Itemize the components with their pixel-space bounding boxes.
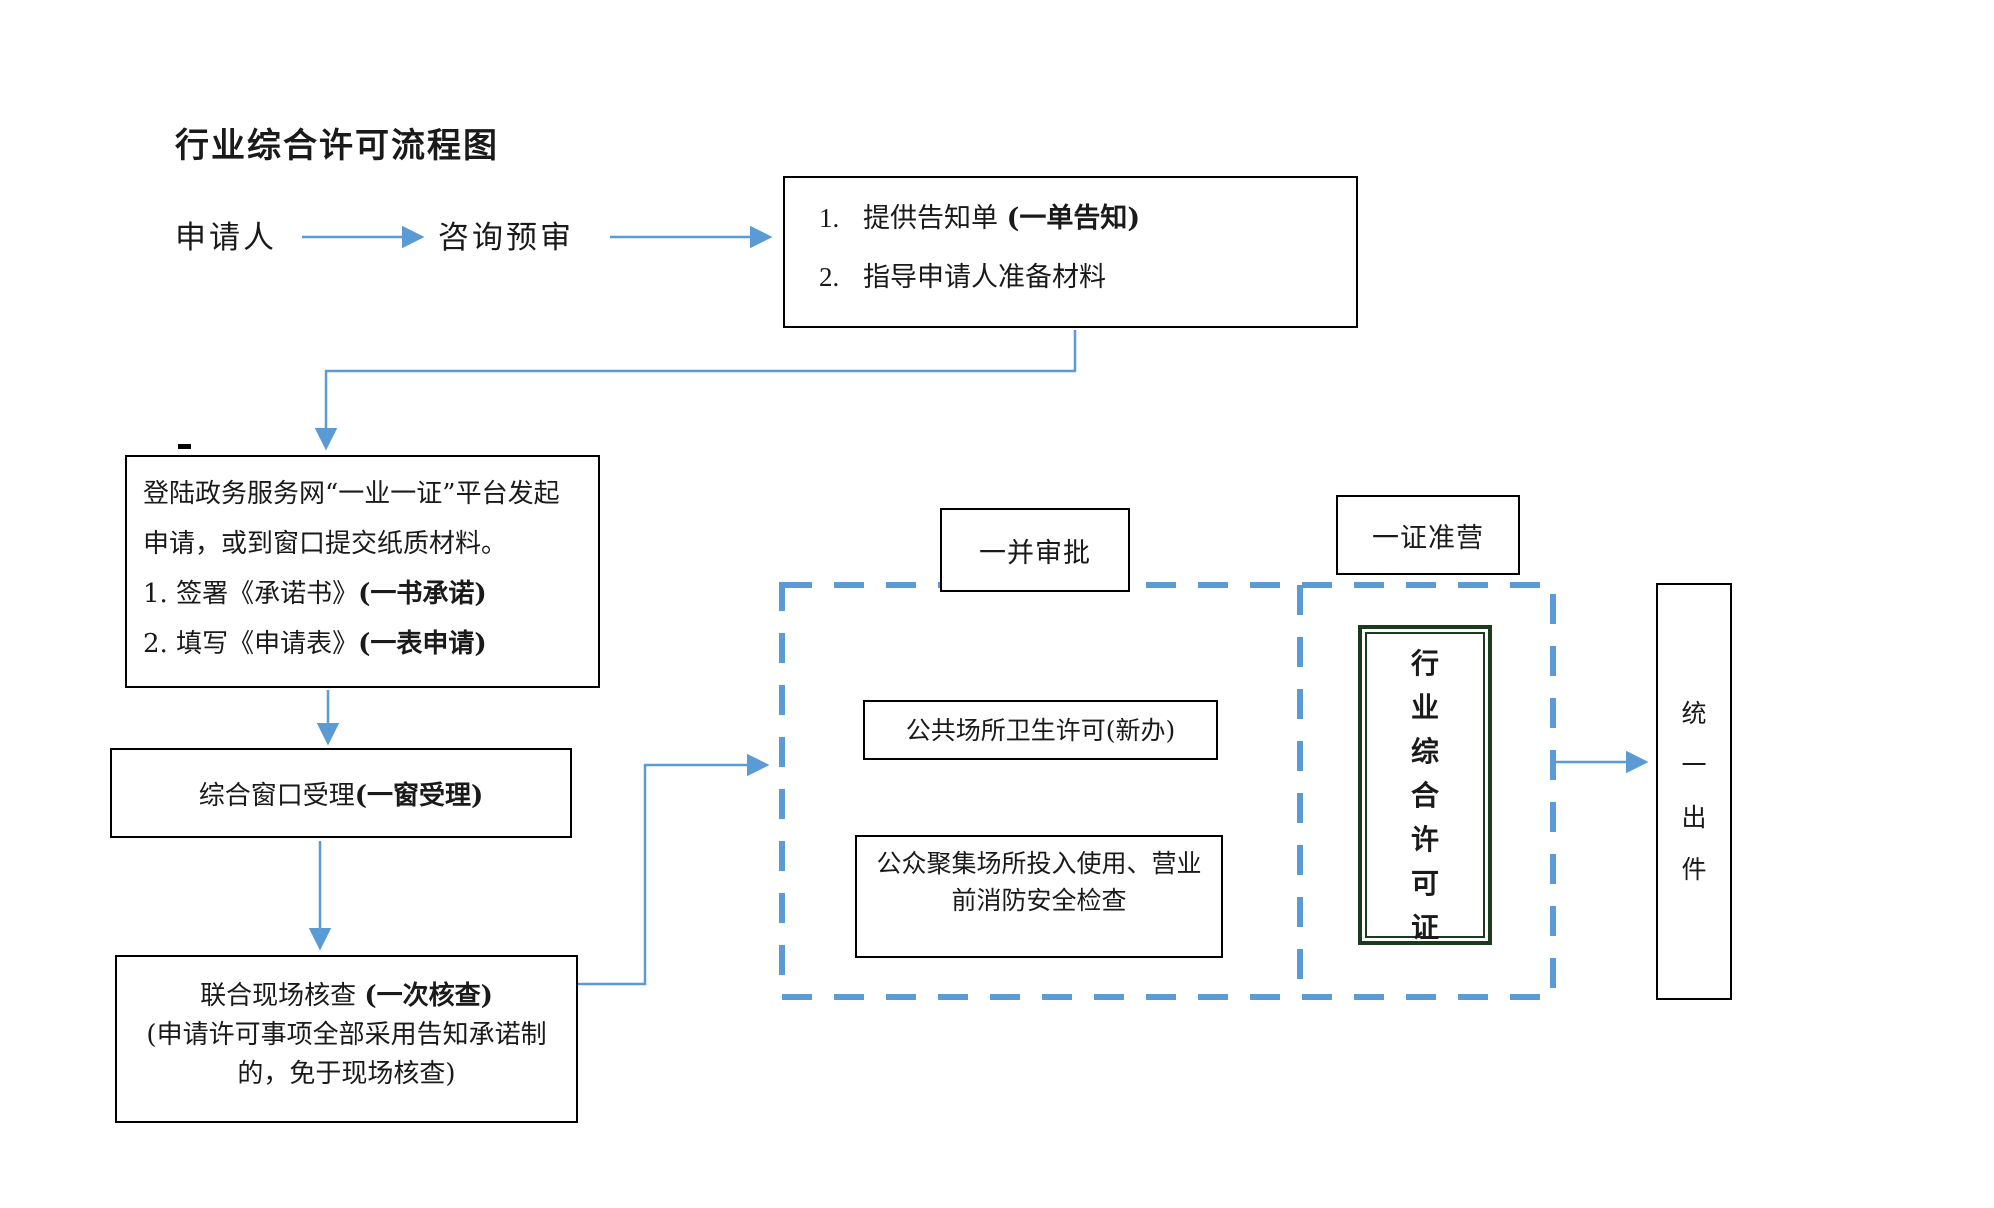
notice-item-1: 1. 提供告知单 (一单告知)	[819, 196, 1336, 235]
inspect-line-2: (申请许可事项全部采用告知承诺制	[146, 1020, 547, 1050]
apply-line-3: 1. 签署《承诺书》(一书承诺)	[143, 569, 582, 619]
node-hygiene-permit: 公共场所卫生许可(新办)	[863, 700, 1218, 760]
node-applicant: 申请人	[175, 220, 277, 256]
notice-item-2-text: 指导申请人准备材料	[863, 262, 1106, 293]
apply-line-3-text: 1. 签署《承诺书》	[143, 579, 359, 609]
notice-item-1-number: 1.	[819, 203, 840, 233]
notice-item-1-text: 提供告知单	[863, 203, 1007, 234]
page-title: 行业综合许可流程图	[175, 127, 499, 165]
notice-item-2-number: 2.	[819, 262, 840, 292]
arrow-inspect-to-joint-approval	[578, 753, 770, 986]
inspect-line-1-text: 联合现场核查	[200, 981, 365, 1011]
arrow-notice-to-apply	[314, 330, 1077, 451]
apply-line-3-highlight: (一书承诺)	[358, 579, 487, 609]
stray-dash-mark	[178, 444, 191, 449]
node-accept-box: 综合窗口受理 (一窗受理)	[110, 748, 572, 838]
node-inspect-box: 联合现场核查 (一次核查) (申请许可事项全部采用告知承诺制 的，免于现场核查)	[115, 955, 578, 1123]
inspect-line-3: 的，免于现场核查)	[237, 1059, 456, 1089]
apply-line-4-highlight: (一表申请)	[358, 629, 487, 659]
node-fire-safety-check: 公众聚集场所投入使用、营业 前消防安全检查	[855, 835, 1223, 958]
apply-line-4: 2. 填写《申请表》(一表申请)	[143, 619, 582, 669]
accept-text: 综合窗口受理	[198, 780, 355, 811]
inspect-line-1: 联合现场核查 (一次核查)	[117, 977, 576, 1016]
label-cert-operate: 一证准营	[1336, 495, 1520, 575]
notice-item-2: 2. 指导申请人准备材料	[819, 255, 1336, 294]
accept-highlight: (一窗受理)	[354, 780, 484, 811]
node-precheck: 咨询预审	[438, 220, 574, 256]
label-joint-approval: 一并审批	[940, 508, 1130, 592]
node-industry-license-certificate: 行业综合许可证	[1358, 625, 1492, 945]
node-notice-box: 1. 提供告知单 (一单告知) 2. 指导申请人准备材料	[783, 176, 1358, 328]
license-certificate-text: 行业综合许可证	[1410, 647, 1439, 944]
fire-safety-line-2: 前消防安全检查	[951, 886, 1127, 915]
fire-safety-text: 公众聚集场所投入使用、营业 前消防安全检查	[876, 845, 1201, 919]
apply-line-4-text: 2. 填写《申请表》	[143, 629, 359, 659]
node-unified-output: 统一出件	[1656, 583, 1732, 1000]
apply-line-1: 登陆政务服务网“一业一证”平台发起	[143, 479, 560, 509]
fire-safety-line-1: 公众聚集场所投入使用、营业	[876, 849, 1202, 878]
notice-item-1-highlight: (一单告知)	[1006, 203, 1141, 234]
license-certificate-inner-border: 行业综合许可证	[1365, 632, 1485, 944]
unified-output-text: 统一出件	[1681, 698, 1707, 884]
node-apply-box: 登陆政务服务网“一业一证”平台发起 申请，或到窗口提交纸质材料。 1. 签署《承…	[125, 455, 600, 688]
apply-line-2: 申请，或到窗口提交纸质材料。	[143, 529, 508, 559]
inspect-line-1-highlight: (一次核查)	[364, 981, 493, 1011]
joint-approval-dashed-region	[779, 582, 1556, 1000]
